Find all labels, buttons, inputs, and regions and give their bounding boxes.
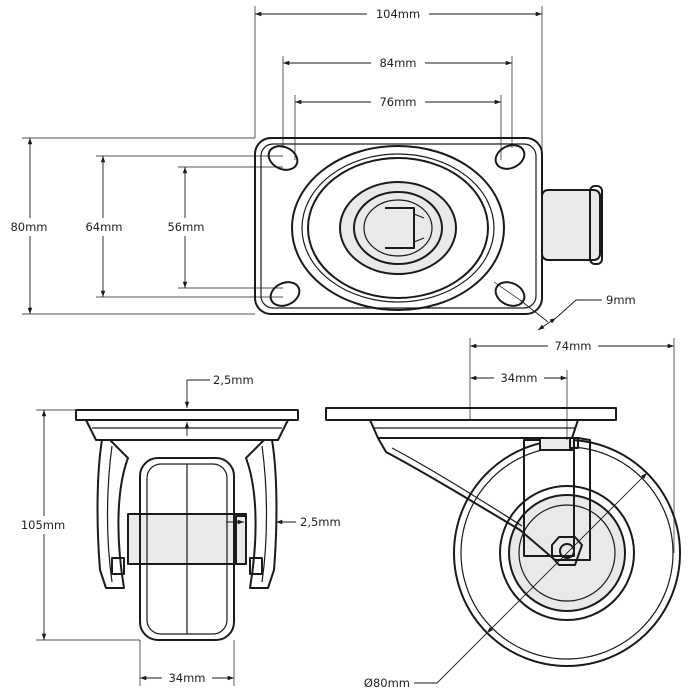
- mounting-holes: [267, 144, 526, 307]
- dim-plate-width: 104mm: [376, 7, 420, 21]
- front-plate: [75, 409, 299, 421]
- dim-plate-height: 80mm: [10, 220, 47, 234]
- swivel-lock-stub: [541, 189, 601, 261]
- mounting-plate-top: [254, 137, 543, 315]
- side-view: 74mm 34mm Ø80mm: [325, 337, 681, 690]
- hole-top-left: [267, 145, 299, 171]
- dim-offset-depth: 74mm: [554, 339, 591, 353]
- front-view: 105mm 2,5mm 2,5mm 34mm: [14, 373, 341, 687]
- swivel-lock-end: [589, 185, 603, 265]
- dim-hole-spacing-inner-y: 56mm: [167, 220, 204, 234]
- top-view: 104mm 84mm 76mm 80mm 64mm 56mm: [5, 5, 636, 331]
- dim-hole-spacing-inner-x: 76mm: [379, 95, 416, 109]
- front-wheel: [139, 457, 235, 641]
- dim-fork-thickness: 2,5mm: [300, 515, 341, 529]
- dim-plate-thickness: 2,5mm: [213, 373, 254, 387]
- fork-arm-left: [96, 439, 129, 589]
- hole-top-right: [494, 144, 526, 170]
- dim-total-height: 105mm: [21, 518, 65, 532]
- dim-wheel-diameter: Ø80mm: [364, 676, 410, 690]
- dim-hole-spacing-outer-y: 64mm: [85, 220, 122, 234]
- mounting-plate-edge: [260, 143, 537, 309]
- bearing-rings: [291, 145, 505, 311]
- fork-arm-right: [245, 439, 278, 589]
- dim-wheel-width: 34mm: [168, 671, 205, 685]
- side-swivel-housing: [369, 419, 579, 439]
- dim-hole-spacing-outer-x: 84mm: [379, 56, 416, 70]
- dim-swivel-offset: 34mm: [500, 371, 537, 385]
- hole-bottom-left: [269, 281, 301, 307]
- side-plate: [325, 407, 617, 421]
- front-swivel-housing: [85, 419, 289, 441]
- hole-bottom-right: [494, 281, 526, 307]
- dim-hole-slot: 9mm: [606, 293, 636, 307]
